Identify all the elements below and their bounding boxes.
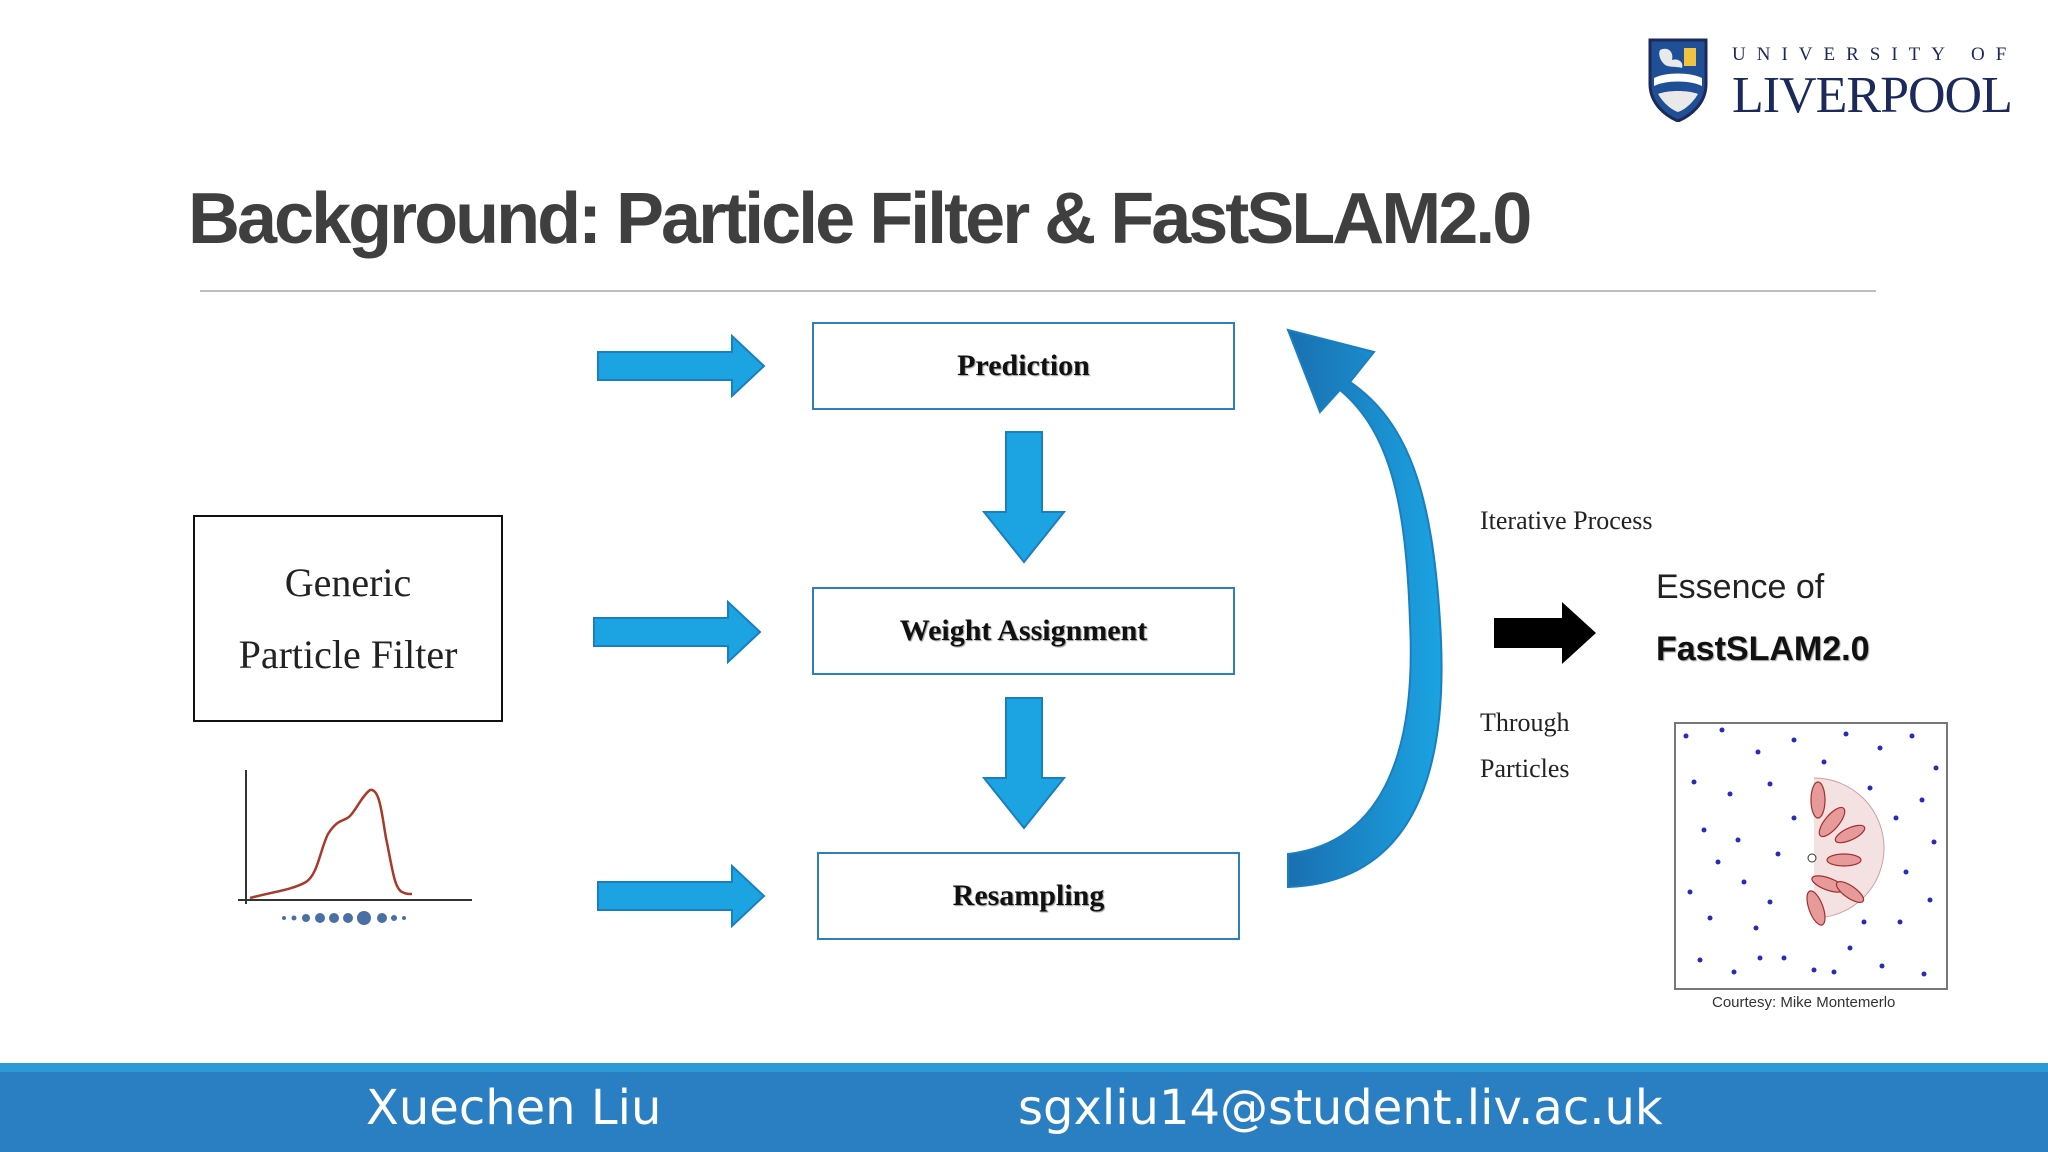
footer-email: sgxliu14@student.liv.ac.uk — [1018, 1080, 1663, 1136]
footer-author-name: Xuechen Liu — [366, 1080, 662, 1136]
slide-title: Background: Particle Filter & FastSLAM2.… — [188, 179, 1532, 259]
down-arrow-1 — [982, 431, 1066, 564]
title-divider — [200, 290, 1876, 292]
through-label: Through — [1480, 708, 1570, 737]
iterative-process-label: Iterative Process — [1480, 506, 1653, 535]
step-weight-assignment: Weight Assignment — [812, 587, 1235, 675]
generic-particle-filter-box: Generic Particle Filter — [193, 515, 503, 722]
generic-line-1: Generic — [284, 559, 412, 605]
footer-accent-line — [0, 1063, 2048, 1072]
distribution-plot-illustration — [238, 770, 472, 925]
iterative-feedback-arrow — [1286, 328, 1443, 889]
down-arrow-2 — [982, 697, 1066, 830]
logo-liverpool: LIVERPOOL — [1732, 67, 2013, 124]
essence-of-label: Essence of — [1656, 568, 1825, 606]
courtesy-caption: Courtesy: Mike Montemerlo — [1712, 994, 1896, 1011]
fastslam-label: FastSLAM2.0 — [1656, 630, 1870, 668]
essence-arrow-icon — [1494, 602, 1596, 664]
generic-line-2: Particle Filter — [238, 631, 458, 677]
step-resampling: Resampling — [817, 852, 1240, 940]
step-prediction: Prediction — [812, 322, 1235, 410]
fastslam-particles-illustration — [1674, 722, 1948, 990]
footer-bar — [0, 1072, 2048, 1152]
university-shield-icon — [1648, 38, 1708, 122]
particles-label: Particles — [1480, 754, 1570, 783]
input-arrow-3 — [597, 864, 766, 928]
input-arrow-2 — [593, 600, 762, 664]
input-arrow-1 — [597, 334, 766, 398]
logo-university-of: UNIVERSITY OF — [1732, 44, 2018, 65]
